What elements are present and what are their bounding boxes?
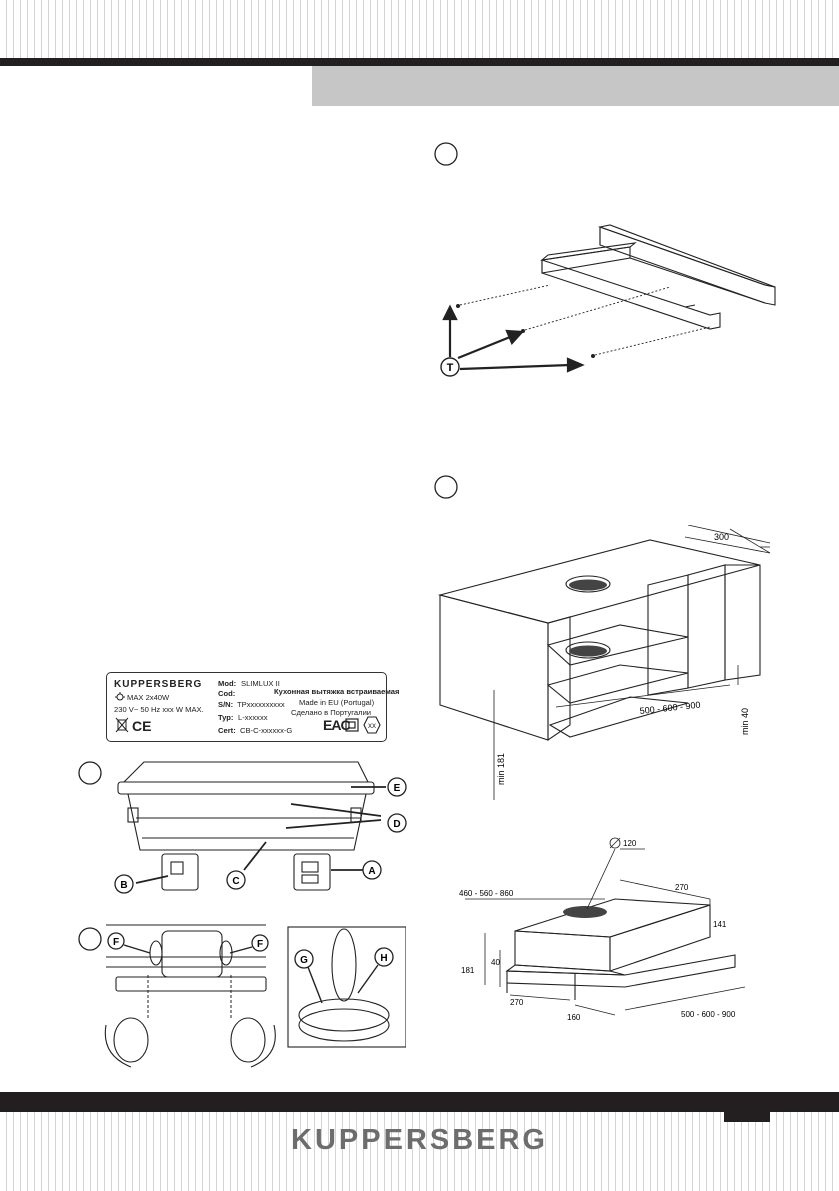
- filter-removal-figure: F F G H: [78, 924, 406, 1068]
- dim-duct-label: 120: [623, 839, 637, 848]
- rating-cod-label: Cod:: [218, 689, 236, 698]
- cabinet-depth-label: 300: [714, 532, 729, 542]
- dim-front-height-label: 40: [491, 958, 500, 967]
- rail-mounting-figure: T: [440, 224, 776, 377]
- footer-brand-logo: KUPPERSBERG: [291, 1124, 548, 1156]
- xx-hexagon-icon: XX: [363, 716, 381, 734]
- rail-label-t: T: [447, 362, 454, 374]
- lamp-icon: [115, 692, 125, 701]
- filter-letter-h: H: [380, 953, 387, 964]
- filter-letter-f-right: F: [257, 939, 263, 950]
- part-label-b: B: [114, 874, 134, 894]
- rating-cert-value: CB-C-xxxxxx-G: [240, 726, 293, 735]
- rating-label-card: KUPPERSBERG MAX 2x40W 230 V~ 50 Hz xxx W…: [106, 672, 399, 742]
- bottom-divider-bar: [0, 1092, 839, 1112]
- dim-visor-width-label: 500 - 600 - 900: [681, 1010, 736, 1019]
- rating-sn-label: S/N:: [218, 700, 234, 709]
- part-label-d: D: [387, 813, 407, 833]
- step-marker-1: [434, 142, 458, 166]
- rating-made-in: Made in EU (Portugal): [299, 698, 375, 707]
- rating-made-in-ru: Сделано в Португалии: [291, 708, 372, 717]
- cabinet-min-bottom-label: min 181: [496, 753, 506, 785]
- part-letter-a: A: [368, 866, 375, 877]
- rating-label-brand: KUPPERSBERG: [114, 679, 203, 690]
- top-divider-bar: [0, 58, 839, 66]
- hood-dimensions-figure: 120 460 - 560 - 860 270 141 181 40 270 1…: [459, 837, 746, 1022]
- part-label-a: A: [362, 860, 382, 880]
- dim-top-height-label: 141: [713, 920, 727, 929]
- rating-power: 230 V~ 50 Hz xxx W MAX.: [114, 705, 204, 714]
- eac-mark: EAC: [323, 717, 351, 733]
- part-letter-d: D: [393, 819, 400, 830]
- dim-outer-width-label: 460 - 560 - 860: [459, 889, 514, 898]
- rating-typ-value: L-xxxxxx: [238, 713, 268, 722]
- dim-bottom-depth-label: 270: [510, 998, 524, 1007]
- rating-sn-value: TPxxxxxxxxxx: [237, 700, 285, 709]
- hood-parts-figure: [78, 761, 386, 891]
- filter-letter-g: G: [300, 955, 308, 966]
- rating-mod-value: SLIMLUX II: [241, 679, 280, 688]
- page-tab: [724, 1112, 770, 1122]
- weee-bin-icon: [115, 717, 129, 733]
- rating-cert-label: Cert:: [218, 726, 236, 735]
- rating-product-name: Кухонная вытяжка встраиваемая: [274, 687, 400, 696]
- part-letter-b: B: [120, 880, 127, 891]
- part-letter-c: C: [232, 876, 239, 887]
- dim-offset-label: 160: [567, 1013, 581, 1022]
- cabinet-min-side-label: min 40: [740, 708, 750, 735]
- part-label-c: C: [226, 870, 246, 890]
- xx-mark: XX: [368, 724, 376, 730]
- dim-depth-label: 270: [675, 883, 689, 892]
- part-label-e: E: [387, 777, 407, 797]
- filter-letter-f-left: F: [113, 937, 119, 948]
- step-marker-2: [434, 475, 458, 499]
- part-letter-e: E: [394, 783, 401, 794]
- bottom-stripe-band: [0, 1112, 839, 1191]
- ce-mark: CE: [132, 718, 152, 734]
- top-stripe-band: [0, 0, 839, 58]
- dim-total-height-label: 181: [461, 966, 475, 975]
- cabinet-width-label: 500 - 600 - 900: [639, 700, 701, 716]
- cabinet-figure: 300 500 - 600 - 900 min 181 min 40: [437, 525, 771, 800]
- rating-mod-label: Mod:: [218, 679, 237, 688]
- rating-typ-label: Typ:: [218, 713, 234, 722]
- header-grey-band: [312, 66, 839, 106]
- rating-lamp: MAX 2x40W: [127, 693, 170, 702]
- double-insulation-icon: [345, 718, 359, 732]
